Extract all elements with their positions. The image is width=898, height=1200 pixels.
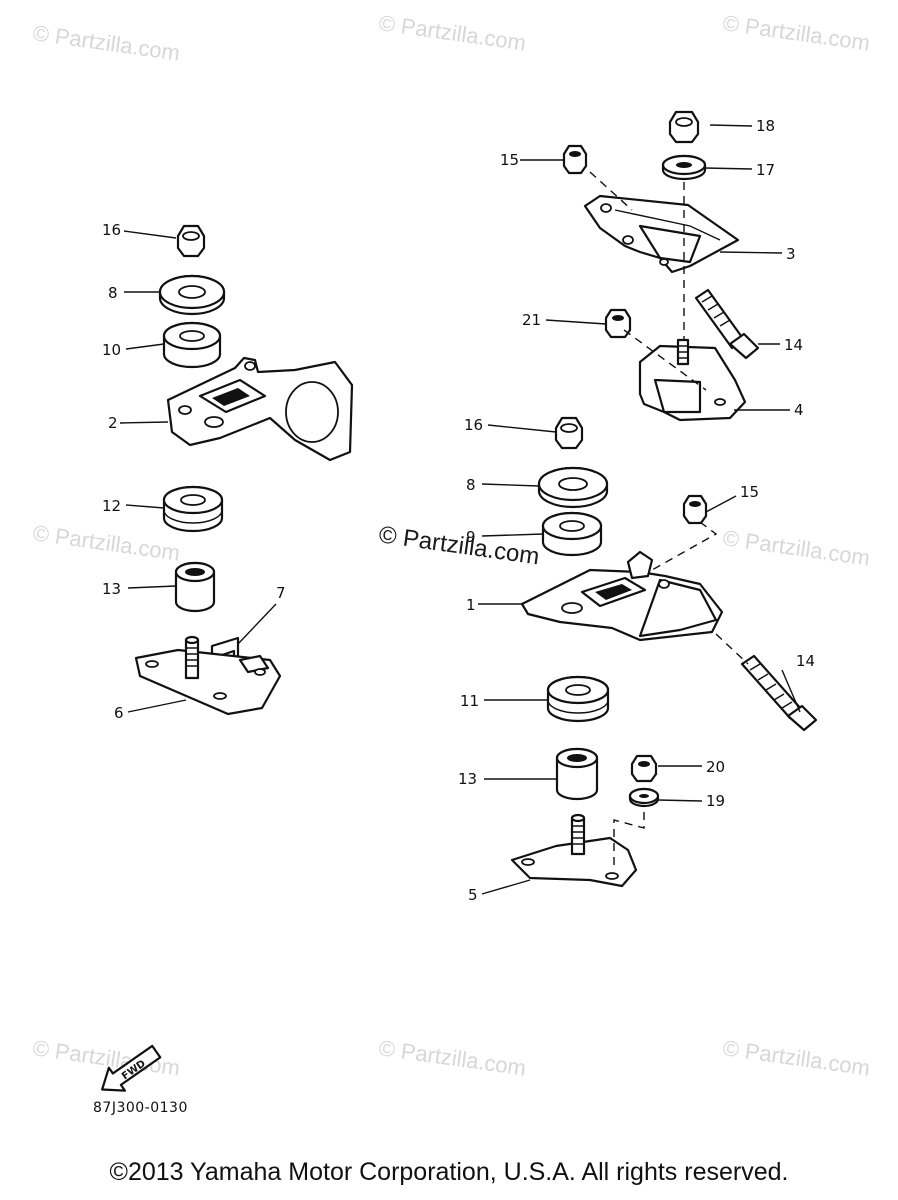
diagram-code: 87J300-0130 [93,1100,188,1116]
guide-line [651,521,718,571]
mount-4 [638,338,747,422]
callout-16: 16 [464,416,483,434]
callout-1: 1 [466,596,476,614]
grommet-12 [162,485,224,533]
collar-13-left [174,561,216,613]
parts-diagram: © Partzilla.com © Partzilla.com © Partzi… [31,10,872,1092]
guide-line [589,171,633,211]
bracket-3 [583,194,740,274]
callout-12: 12 [102,497,121,515]
callout-19: 19 [706,792,725,810]
callout-20: 20 [706,758,725,776]
watermark: © Partzilla.com [721,1035,871,1080]
right-lower-assembly [510,416,818,888]
watermark: © Partzilla.com [31,520,181,565]
washer-19 [628,787,660,808]
damper-10-left [162,321,222,369]
watermark: © Partzilla.com [721,525,871,570]
left-assembly [134,224,354,716]
callout-10: 10 [102,341,121,359]
plate-6 [134,635,282,716]
watermark-center: © Partzilla.com [377,521,541,570]
nut-20 [630,754,658,783]
callout-16: 16 [102,221,121,239]
bracket-1 [520,550,724,642]
grommet-11 [546,675,610,723]
callout-9: 9 [466,528,476,546]
watermark: © Partzilla.com [721,10,871,55]
callout-5: 5 [468,886,478,904]
watermark: © Partzilla.com [31,20,181,65]
callout-17: 17 [756,161,775,179]
nut-16-left [176,224,206,258]
washer-8-left [158,274,226,316]
callout-8: 8 [108,284,118,302]
copyright-notice: ©2013 Yamaha Motor Corporation, U.S.A. A… [109,1158,789,1186]
plate-5 [510,813,638,888]
callout-14: 14 [796,652,815,670]
right-upper-assembly [562,110,760,422]
callout-11: 11 [460,692,479,710]
guide-line [623,329,707,391]
callout-6: 6 [114,704,124,722]
callouts: 16 8 10 2 12 13 7 6 15 18 17 3 21 14 4 1… [102,117,815,904]
callout-14: 14 [784,336,803,354]
nut-15-lower [682,494,708,525]
damper-9 [541,511,603,557]
callout-4: 4 [794,401,804,419]
callout-7: 7 [276,584,286,602]
bracket-2 [166,356,354,462]
nut-18 [668,110,700,144]
nut-15-upper [562,144,588,175]
washer-8-right [537,466,609,509]
watermarks: © Partzilla.com © Partzilla.com © Partzi… [31,10,871,1080]
leader-lines [119,124,801,895]
nut-21 [604,308,632,339]
callout-2: 2 [108,414,118,432]
watermark: © Partzilla.com [377,1035,527,1080]
collar-13-right [555,747,599,801]
guide-line [613,812,645,868]
callout-15: 15 [740,483,759,501]
callout-15: 15 [500,151,519,169]
callout-8: 8 [466,476,476,494]
guide-line [715,633,749,665]
callout-3: 3 [786,245,796,263]
bolt-14-lower [740,654,818,732]
nut-16-right [554,416,584,450]
callout-21: 21 [522,311,541,329]
washer-17 [661,154,707,181]
callout-13: 13 [458,770,477,788]
bolt-14-upper [694,288,760,360]
callout-18: 18 [756,117,775,135]
watermark: © Partzilla.com [377,10,527,55]
callout-13: 13 [102,580,121,598]
